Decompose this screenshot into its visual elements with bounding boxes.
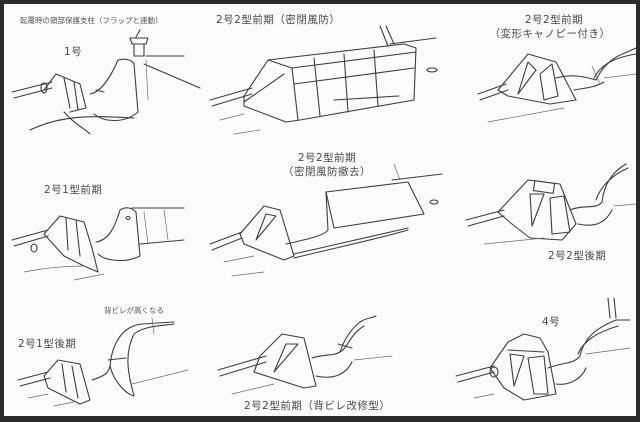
note-raised-dorsal-fin: 背ビレが高くなる [104,306,164,315]
label-type2-2-early-closed: 2号2型前期（密閉風防） [216,14,341,26]
label-type2-2-early-removed-line2: （密閉風防撤去） [283,166,371,178]
drawing-type2-1-early [11,207,185,281]
label-type2-2-early-removed-line1: 2号2型前期 [297,152,357,164]
drawing-type2-2-early-fin [217,315,393,395]
label-type1: 1号 [64,46,83,58]
drawing-type2-2-late [465,163,636,245]
drawing-type2-2-early-modified [477,47,636,123]
label-type2-1-late: 2号1型後期 [18,338,77,350]
canopy-drawings [11,25,636,407]
label-type2-2-early-fin: 2号2型前期（背ビレ改修型） [244,400,391,412]
drawing-type2-2-early-removed [209,163,443,277]
label-type2-2-late: 2号2型後期 [548,250,607,262]
diagram-sheet: 転覆時の頭部保護支柱（フラップと連動） 1号 2号2型前期（密閉風防） 2号2型… [4,4,636,416]
note-head-protection-post: 転覆時の頭部保護支柱（フラップと連動） [20,16,163,25]
label-type2-2-early-modified-line1: 2号2型前期 [524,14,584,26]
drawing-type2-1-late [17,317,189,407]
label-type2-2-early-modified-line2: （変形キャノピー付き） [489,28,611,40]
drawing-type4 [455,297,631,401]
drawing-type1 [11,29,201,135]
drawing-type2-2-early-closed [209,25,438,135]
label-type2-1-early: 2号1型前期 [44,184,103,196]
label-type4: 4号 [542,316,561,328]
